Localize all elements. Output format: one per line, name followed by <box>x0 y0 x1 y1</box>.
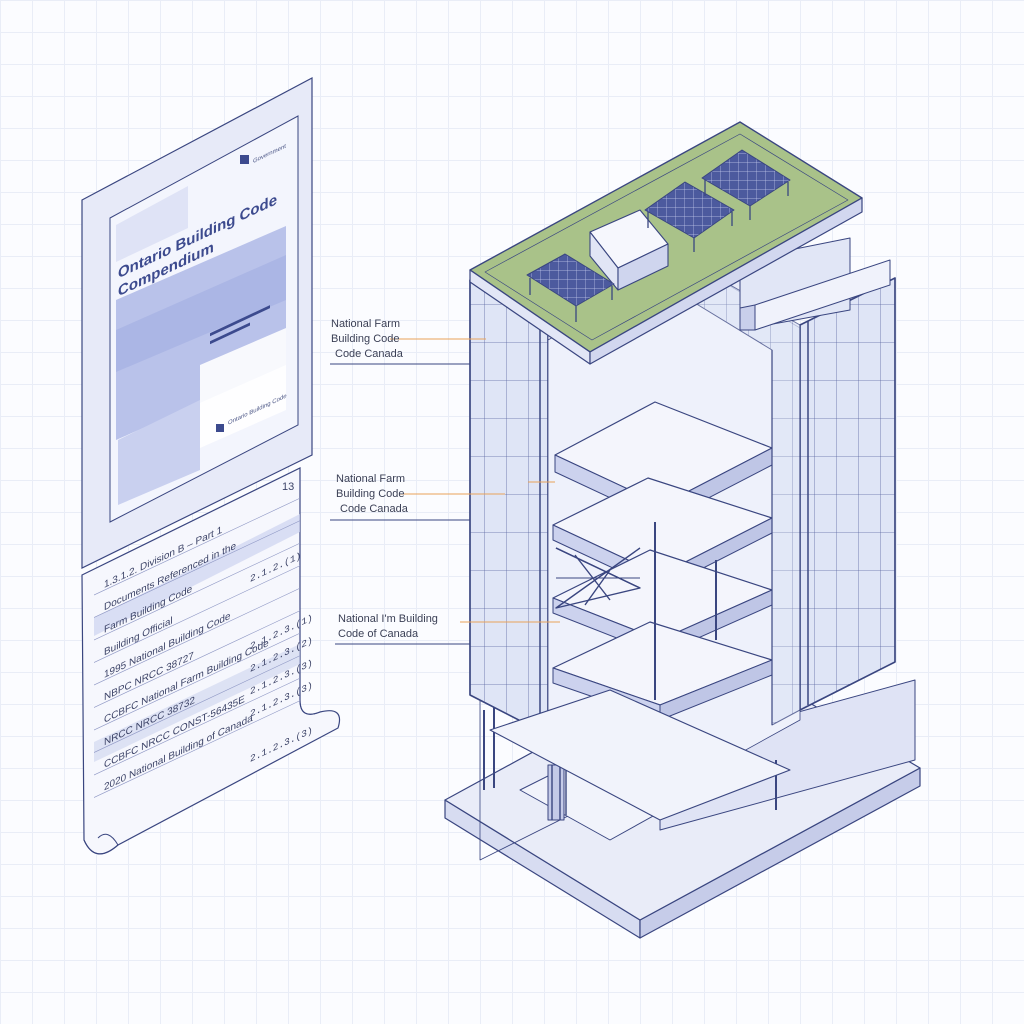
solar-panels <box>526 149 791 322</box>
callout-1-line1: National Farm <box>331 318 401 330</box>
callout-label-2: National Farm Building Code Code Canada <box>336 472 408 517</box>
sheet-row-divider <box>94 700 300 798</box>
callout-label-1: National Farm Building Code Code Canada <box>331 317 403 362</box>
building <box>444 121 921 939</box>
callout-label-3: National I'm Building Code of Canada <box>338 612 438 642</box>
sheet-row-divider <box>94 677 300 776</box>
callout-3-line2: Code of Canada <box>338 628 419 640</box>
sheet-row-divider <box>94 497 300 596</box>
callout-2-line1: National Farm <box>336 473 406 485</box>
callout-3-line1: National I'm Building <box>338 613 438 625</box>
sheet-row-divider <box>94 520 300 618</box>
callout-1-line2: Building Code <box>331 333 400 345</box>
sheet-row-divider <box>94 542 300 641</box>
compendium-document: Ontario Building Code Compendium Governm… <box>81 77 313 569</box>
sheet-row-divider <box>94 610 300 708</box>
callout-leaders <box>330 338 560 645</box>
callout-1-line3: Code Canada <box>335 348 403 360</box>
sheet-row-divider <box>94 655 300 753</box>
callout-2-line2: Building Code <box>336 488 405 500</box>
sheet-row-divider <box>94 632 300 731</box>
sheet-page-number: 13 <box>282 481 294 493</box>
callout-2-line3: Code Canada <box>340 503 408 515</box>
sheet-row-divider <box>94 587 300 686</box>
sheet-row-divider <box>94 565 300 663</box>
truss-bracing <box>555 547 641 609</box>
